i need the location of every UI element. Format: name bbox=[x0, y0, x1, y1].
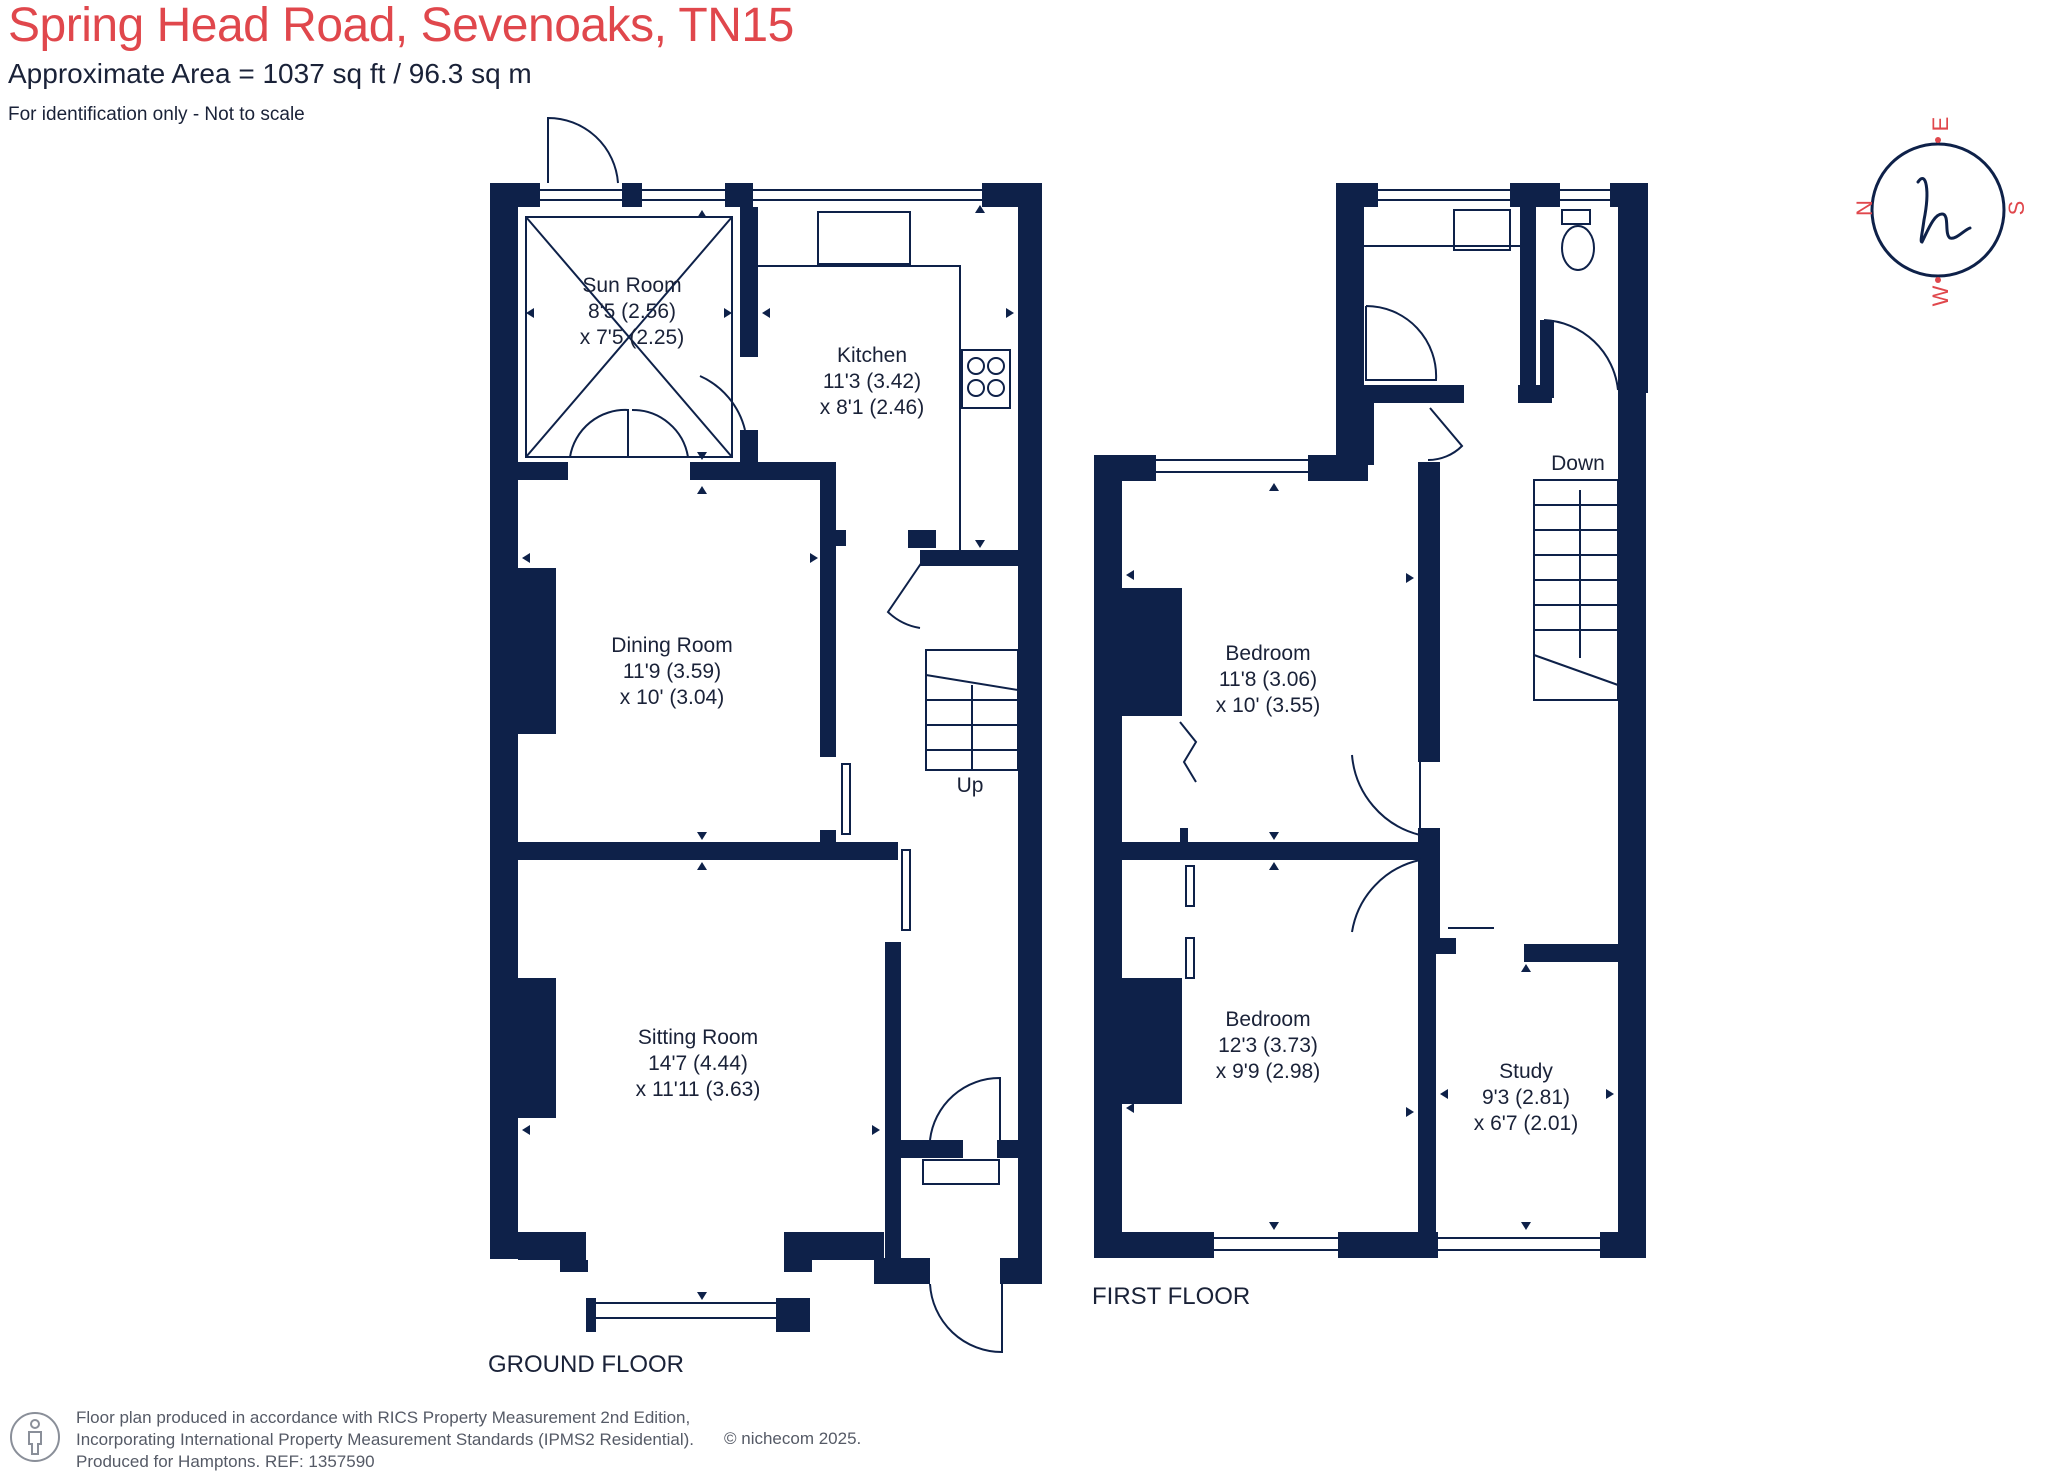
first-floor-label: FIRST FLOOR bbox=[1092, 1283, 1250, 1310]
compass-w: W bbox=[1928, 285, 1953, 306]
sun-room-dim1: 8'5 (2.56) bbox=[588, 300, 676, 323]
stairs-up-label: Up bbox=[957, 774, 984, 797]
sitting-room-dim1: 14'7 (4.44) bbox=[648, 1052, 748, 1075]
sun-room-label: Sun Room bbox=[582, 274, 681, 297]
compass-s: S bbox=[2004, 201, 2029, 216]
first-floor-walls bbox=[1094, 183, 1648, 1258]
footer-line-2: Incorporating International Property Mea… bbox=[76, 1430, 694, 1449]
bedroom-2-dim1: 12'3 (3.73) bbox=[1218, 1034, 1318, 1057]
bedroom-1-dim2: x 10' (3.55) bbox=[1216, 694, 1320, 717]
measure-arrows bbox=[522, 205, 1614, 1300]
footer-notes: Floor plan produced in accordance with R… bbox=[76, 1407, 694, 1473]
dining-room-label: Dining Room bbox=[611, 634, 732, 657]
bedroom-2-dim2: x 9'9 (2.98) bbox=[1216, 1060, 1320, 1083]
compass-n: N bbox=[1852, 200, 1877, 216]
study-dim1: 9'3 (2.81) bbox=[1482, 1086, 1570, 1109]
ground-floor-walls bbox=[490, 183, 1042, 1332]
sitting-room-dim2: x 11'11 (3.63) bbox=[636, 1078, 761, 1101]
study-label: Study bbox=[1499, 1060, 1553, 1083]
sitting-room-label: Sitting Room bbox=[638, 1026, 758, 1049]
dining-room-dim2: x 10' (3.04) bbox=[620, 686, 724, 709]
scale-note: For identification only - Not to scale bbox=[8, 104, 305, 125]
credit-text: © nichecom 2025. bbox=[724, 1429, 862, 1448]
sun-room-dim2: x 7'5 (2.25) bbox=[580, 326, 684, 349]
dining-room-dim1: 11'9 (3.59) bbox=[623, 660, 721, 683]
footer-line-1: Floor plan produced in accordance with R… bbox=[76, 1408, 691, 1427]
footer-line-3: Produced for Hamptons. REF: 1357590 bbox=[76, 1452, 375, 1471]
kitchen-label: Kitchen bbox=[837, 344, 907, 367]
study-dim2: x 6'7 (2.01) bbox=[1474, 1112, 1578, 1135]
ground-floor-label: GROUND FLOOR bbox=[488, 1351, 684, 1378]
kitchen-dim2: x 8'1 (2.46) bbox=[820, 396, 924, 419]
bedroom-1-label: Bedroom bbox=[1225, 642, 1310, 665]
stairs-down-label: Down bbox=[1551, 452, 1605, 475]
kitchen-dim1: 11'3 (3.42) bbox=[823, 370, 921, 393]
bedroom-1-dim1: 11'8 (3.06) bbox=[1219, 668, 1317, 691]
page-title: Spring Head Road, Sevenoaks, TN15 bbox=[8, 0, 794, 52]
compass-icon: N E S W bbox=[1852, 117, 2029, 307]
person-icon bbox=[10, 1412, 60, 1462]
plan-details bbox=[525, 116, 1619, 1354]
bedroom-2-label: Bedroom bbox=[1225, 1008, 1310, 1031]
area-subtitle: Approximate Area = 1037 sq ft / 96.3 sq … bbox=[8, 58, 532, 89]
compass-e: E bbox=[1928, 117, 1953, 132]
